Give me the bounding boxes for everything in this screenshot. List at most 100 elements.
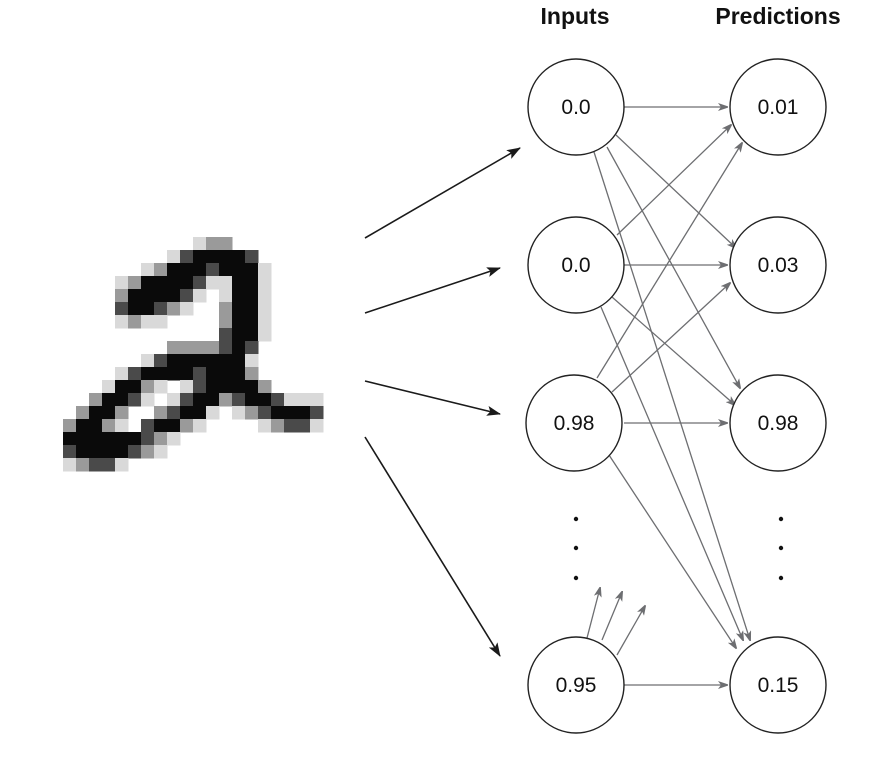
- input-value: 0.0: [561, 96, 590, 119]
- digit-pixel: [297, 393, 311, 407]
- digit-pixel: [115, 315, 129, 329]
- digit-pixel: [180, 367, 194, 381]
- edge: [611, 296, 735, 405]
- prediction-value: 0.03: [758, 254, 799, 277]
- edge: [593, 151, 750, 640]
- prediction-value: 0.01: [758, 96, 799, 119]
- digit-pixel: [219, 250, 233, 264]
- digit-pixel: [232, 263, 246, 277]
- digit-pixel: [219, 380, 233, 394]
- digit-pixel: [89, 432, 103, 446]
- digit-pixel: [167, 354, 181, 368]
- digit-pixel: [232, 380, 246, 394]
- digit-pixel: [271, 406, 285, 420]
- digit-pixel: [180, 289, 194, 303]
- input-value: 0.95: [556, 674, 597, 697]
- edge: [606, 146, 740, 388]
- digit-pixel: [258, 302, 272, 316]
- digit-pixel: [193, 250, 207, 264]
- digit-pixel: [154, 432, 168, 446]
- digit-pixel: [180, 263, 194, 277]
- digit-pixel: [193, 419, 207, 433]
- digit-pixel: [310, 393, 324, 407]
- digit-pixel: [193, 367, 207, 381]
- input-arrow: [364, 380, 501, 416]
- digit-pixel: [76, 432, 90, 446]
- digit-pixel: [115, 276, 129, 290]
- digit-pixel: [154, 419, 168, 433]
- digit-pixel: [180, 341, 194, 355]
- input-arrows: [364, 147, 521, 657]
- digit-pixel: [102, 432, 116, 446]
- digit-pixel: [284, 406, 298, 420]
- digit-pixel: [219, 341, 233, 355]
- digit-pixel: [219, 315, 233, 329]
- digit-pixel: [154, 263, 168, 277]
- digit-pixel: [89, 393, 103, 407]
- inputs-header: Inputs: [541, 3, 610, 29]
- digit-pixel: [89, 445, 103, 459]
- digit-pixel: [167, 406, 181, 420]
- digit-pixel: [206, 276, 220, 290]
- digit-pixel: [232, 302, 246, 316]
- digit-pixel: [193, 380, 207, 394]
- digit-pixel: [167, 367, 181, 381]
- digit-pixel: [102, 406, 116, 420]
- digit-pixel: [115, 458, 129, 472]
- digit-pixel: [128, 432, 142, 446]
- digit-pixel: [180, 406, 194, 420]
- prediction-node: 0.98: [729, 374, 827, 472]
- digit-pixel: [219, 263, 233, 277]
- digit-pixel: [141, 393, 155, 407]
- digit-pixel: [154, 302, 168, 316]
- digit-pixel: [193, 289, 207, 303]
- digit-pixel: [154, 276, 168, 290]
- digit-pixel: [76, 445, 90, 459]
- digit-pixel: [206, 367, 220, 381]
- digit-pixel: [154, 380, 168, 394]
- input-arrow: [364, 267, 501, 314]
- digit-pixel: [128, 315, 142, 329]
- edge: [608, 454, 736, 648]
- digit-pixel: [232, 289, 246, 303]
- digit-pixel: [232, 354, 246, 368]
- digit-pixel: [245, 367, 259, 381]
- digit-pixel: [193, 393, 207, 407]
- digit-pixel: [206, 237, 220, 251]
- digit-pixel: [180, 276, 194, 290]
- digit-pixel: [258, 289, 272, 303]
- digit-pixel: [310, 419, 324, 433]
- digit-pixel: [102, 380, 116, 394]
- digit-pixel: [219, 302, 233, 316]
- digit-pixel: [76, 419, 90, 433]
- digit-pixel: [102, 458, 116, 472]
- digit-pixel: [76, 458, 90, 472]
- digit-pixel: [141, 419, 155, 433]
- digit-pixel: [180, 419, 194, 433]
- digit-pixel: [245, 250, 259, 264]
- digit-pixel: [115, 289, 129, 303]
- digit-pixel: [232, 393, 246, 407]
- digit-pixel: [115, 380, 129, 394]
- digit-pixel: [89, 406, 103, 420]
- digit-pixel: [141, 315, 155, 329]
- digit-pixel: [193, 237, 207, 251]
- digit-pixel: [245, 354, 259, 368]
- digit-pixel: [245, 341, 259, 355]
- digit-pixel: [76, 406, 90, 420]
- digit-pixel: [232, 315, 246, 329]
- edge: [611, 283, 730, 393]
- digit-pixel: [128, 445, 142, 459]
- digit-pixel: [167, 341, 181, 355]
- digit-pixel: [284, 393, 298, 407]
- digit-pixel: [141, 276, 155, 290]
- digit-pixel: [245, 289, 259, 303]
- digit-pixel: [232, 367, 246, 381]
- digit-pixel: [63, 432, 77, 446]
- prediction-node: 0.01: [729, 58, 827, 156]
- digit-pixel: [141, 354, 155, 368]
- digit-pixel: [128, 380, 142, 394]
- digit-pixel: [115, 393, 129, 407]
- digit-pixel: [167, 419, 181, 433]
- digit-pixel: [167, 289, 181, 303]
